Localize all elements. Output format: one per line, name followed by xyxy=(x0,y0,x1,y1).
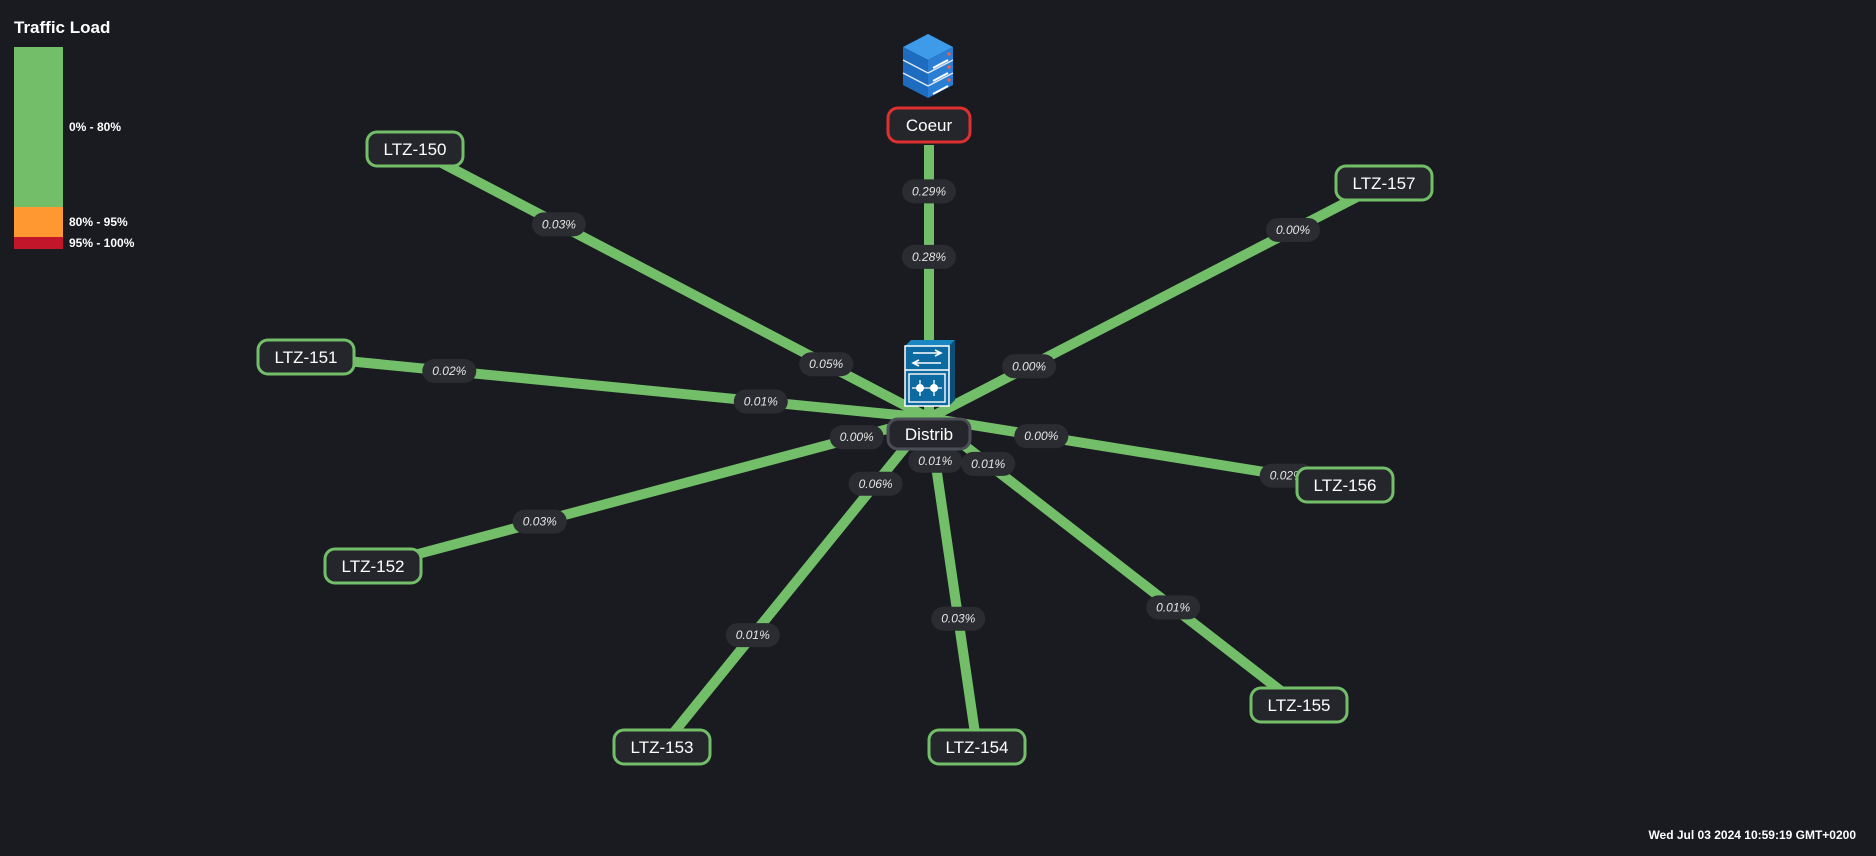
node-label: LTZ-153 xyxy=(631,738,694,757)
link-label-text: 0.03% xyxy=(941,612,975,626)
legend-bar-green xyxy=(14,47,63,207)
node-ltz-151[interactable]: LTZ-151 xyxy=(256,338,356,376)
link-label-text: 0.00% xyxy=(1024,429,1058,443)
timestamp: Wed Jul 03 2024 10:59:19 GMT+0200 xyxy=(1648,828,1856,842)
node-label: Coeur xyxy=(906,116,953,135)
legend-label-green: 0% - 80% xyxy=(69,120,122,134)
node-label: LTZ-152 xyxy=(342,557,405,576)
node-ltz-155[interactable]: LTZ-155 xyxy=(1249,686,1349,724)
node-ltz-157[interactable]: LTZ-157 xyxy=(1334,164,1434,202)
link-label-text: 0.00% xyxy=(1012,359,1046,373)
link-label-ltz-151-out: 0.02% xyxy=(422,359,477,384)
switch-icon xyxy=(904,340,955,407)
link-label-text: 0.01% xyxy=(918,454,952,468)
link-label-ltz-153-in: 0.06% xyxy=(848,471,903,496)
node-ltz-156[interactable]: LTZ-156 xyxy=(1295,466,1395,504)
link-label-text: 0.05% xyxy=(809,357,843,371)
legend-bar-red xyxy=(14,237,63,249)
link-label-text: 0.01% xyxy=(744,395,778,409)
node-ltz-152[interactable]: LTZ-152 xyxy=(323,547,423,585)
legend-bar-orange xyxy=(14,207,63,237)
link-label-text: 0.00% xyxy=(1276,223,1310,237)
node-ltz-153[interactable]: LTZ-153 xyxy=(612,728,712,766)
link-label-text: 0.01% xyxy=(971,457,1005,471)
link-label-ltz-150-out: 0.03% xyxy=(531,212,586,237)
link-label-text: 0.29% xyxy=(912,184,946,198)
link-label-ltz-153-out: 0.01% xyxy=(725,623,780,648)
link-label-text: 0.00% xyxy=(840,430,874,444)
legend-label-orange: 80% - 95% xyxy=(69,215,128,229)
node-label: LTZ-157 xyxy=(1353,174,1416,193)
link-label-text: 0.06% xyxy=(859,477,893,491)
link-label-text: 0.01% xyxy=(736,628,770,642)
node-ltz-150[interactable]: LTZ-150 xyxy=(365,130,465,168)
link-label-ltz-157-out: 0.00% xyxy=(1266,218,1320,242)
traffic-load-legend: Traffic Load 0% - 80% 80% - 95% 95% - 10… xyxy=(14,18,174,258)
link-ltz-151-to-distrib[interactable] xyxy=(305,352,930,423)
link-label-ltz-156-in: 0.00% xyxy=(1014,424,1069,449)
link-label-text: 0.28% xyxy=(912,250,946,264)
link-label-ltz-152-out: 0.03% xyxy=(512,509,567,534)
link-label-text: 0.03% xyxy=(523,515,557,529)
legend-label-red: 95% - 100% xyxy=(69,236,135,250)
link-label-text: 0.02% xyxy=(432,364,466,378)
link-ltz-157-to-distrib[interactable] xyxy=(926,178,1387,423)
link-label-ltz-154-out: 0.03% xyxy=(931,606,986,631)
node-label: LTZ-154 xyxy=(946,738,1009,757)
link-label-coeur-out: 0.29% xyxy=(902,179,956,204)
server-icon xyxy=(902,34,954,98)
node-label: Distrib xyxy=(905,425,953,444)
link-label-ltz-157-in: 0.00% xyxy=(1002,354,1057,379)
link-label-ltz-150-in: 0.05% xyxy=(799,352,854,377)
node-label: LTZ-155 xyxy=(1268,696,1331,715)
link-labels-layer: 0.29% 0.28% 0.03% 0.05% 0.02% 0.01% 0.03% 0.00%… xyxy=(422,179,1320,648)
node-coeur[interactable]: Coeur xyxy=(886,106,972,144)
link-ltz-154-to-distrib[interactable] xyxy=(924,417,982,748)
node-label: LTZ-151 xyxy=(275,348,338,367)
node-label: LTZ-156 xyxy=(1314,476,1377,495)
link-label-text: 0.01% xyxy=(1156,600,1190,614)
link-label-ltz-152-in: 0.00% xyxy=(829,425,884,450)
link-label-ltz-155-in: 0.01% xyxy=(961,451,1016,476)
node-ltz-154[interactable]: LTZ-154 xyxy=(927,728,1027,766)
link-label-ltz-154-in: 0.01% xyxy=(908,448,963,473)
node-distrib[interactable]: Distrib xyxy=(886,417,972,451)
node-label: LTZ-150 xyxy=(384,140,447,159)
link-label-ltz-155-out: 0.01% xyxy=(1146,595,1201,620)
link-label-text: 0.03% xyxy=(542,217,576,231)
link-label-coeur-in: 0.28% xyxy=(902,244,956,269)
link-label-ltz-151-in: 0.01% xyxy=(733,389,788,414)
legend-title: Traffic Load xyxy=(14,18,111,37)
link-ltz-153-to-distrib[interactable] xyxy=(658,414,933,751)
